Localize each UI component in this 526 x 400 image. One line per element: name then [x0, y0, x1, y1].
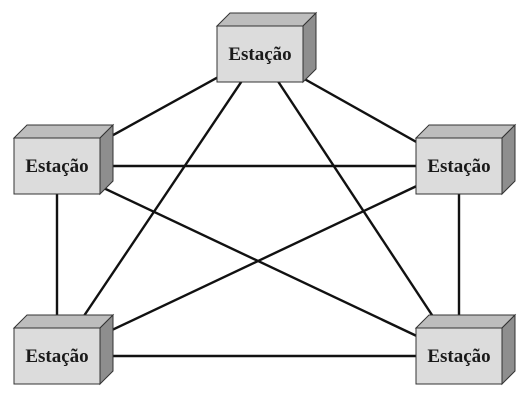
- station-left: Estação: [12, 123, 115, 196]
- station-box-side: [99, 123, 114, 196]
- station-box-front: [13, 327, 101, 385]
- station-bottom-left: Estação: [12, 313, 115, 386]
- station-box-top: [414, 124, 517, 139]
- station-label: Estação: [427, 346, 490, 367]
- connection-lines: [55, 52, 461, 358]
- station-box-top: [414, 314, 517, 329]
- station-box-top: [12, 314, 115, 329]
- station-box-top: [215, 12, 318, 27]
- station-box-front: [415, 327, 503, 385]
- station-bottom-right: Estação: [414, 313, 517, 386]
- station-box-side: [501, 313, 516, 386]
- link-top-to-bottom-right: [258, 53, 461, 357]
- station-box-side: [99, 313, 114, 386]
- station-label: Estação: [25, 346, 88, 367]
- station-box-front: [216, 25, 304, 83]
- station-top: Estação: [215, 11, 318, 84]
- station-box-front: [415, 137, 503, 195]
- station-box-side: [501, 123, 516, 196]
- station-label: Estação: [427, 156, 490, 177]
- station-label: Estação: [25, 156, 88, 177]
- link-right-to-bottom-left: [56, 164, 460, 358]
- station-label: Estação: [228, 44, 291, 65]
- link-top-to-bottom-left: [56, 53, 261, 357]
- station-box-front: [13, 137, 101, 195]
- station-box-top: [12, 124, 115, 139]
- station-right: Estação: [414, 123, 517, 196]
- station-box-side: [302, 11, 317, 84]
